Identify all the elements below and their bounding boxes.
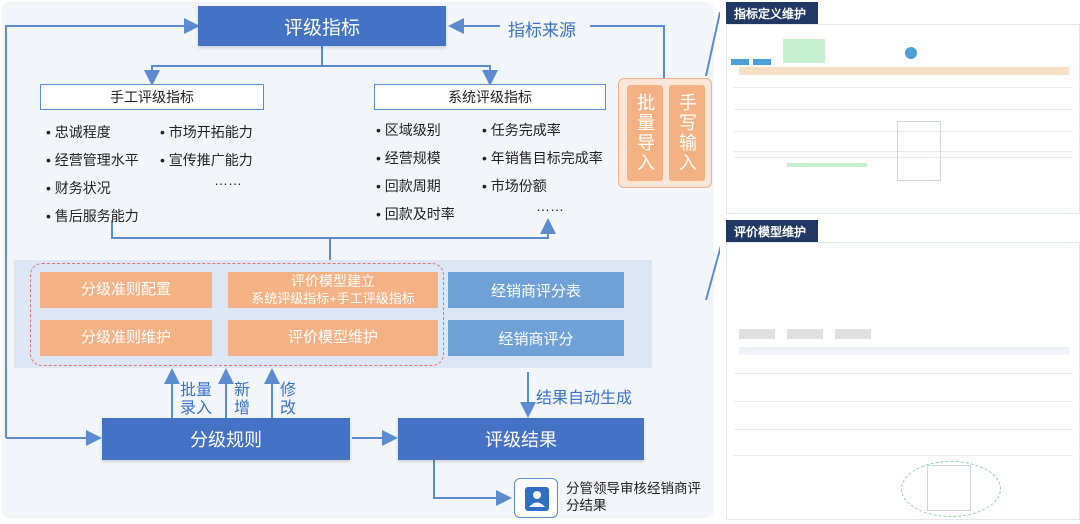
add-label: 新增 [234,382,251,417]
model-maintenance-screenshot [726,242,1080,520]
auto-generate-label: 结果自动生成 [536,390,633,407]
rating-result-label: 评级结果 [485,430,557,450]
manual-ellipsis: …… [214,172,242,188]
manual-col1: • 忠诚程度 • 经营管理水平 • 财务状况 • 售后服务能力 [46,122,139,234]
manual-input-block: 手写输入 [669,85,705,181]
import-methods-box: 批量导入 手写输入 [618,78,712,188]
system-indicators-title: 系统评级指标 [448,89,532,105]
system-item: • 年销售目标完成率 [482,150,603,166]
system-item: • 市场份额 [482,178,547,194]
system-item: • 任务完成率 [482,122,561,138]
manual-item: • 售后服务能力 [46,208,139,224]
system-item: • 区域级别 [376,122,441,138]
rating-indicator-box: 评级指标 [198,6,446,46]
manual-item: • 忠诚程度 [46,124,111,140]
rule-config-button[interactable]: 分级准则配置 [40,272,212,308]
modify-label: 修改 [280,382,297,417]
manual-indicators-header: 手工评级指标 [40,84,264,110]
model-build-button[interactable]: 评价模型建立系统评级指标+手工评级指标 [228,272,438,308]
model-maintain-button[interactable]: 评价模型维护 [228,320,438,356]
system-col2: • 任务完成率 • 年销售目标完成率 • 市场份额 …… [482,120,603,218]
system-col1: • 区域级别 • 经营规模 • 回款周期 • 回款及时率 [376,120,455,232]
user-icon [525,487,549,511]
indicator-definition-screenshot [726,24,1080,214]
connector-lines [5,11,720,506]
dealer-scoresheet-button[interactable]: 经销商评分表 [448,272,624,308]
indicator-source-label: 指标来源 [508,21,576,40]
batch-import-block: 批量导入 [627,85,663,181]
manual-col2: • 市场开拓能力 • 宣传推广能力 …… [160,122,253,192]
system-item: • 回款及时率 [376,206,455,222]
batch-entry-label: 批量录入 [180,382,213,417]
system-item: • 经营规模 [376,150,441,166]
manual-item: • 经营管理水平 [46,152,139,168]
system-ellipsis: …… [536,198,564,214]
system-item: • 回款周期 [376,178,441,194]
manual-indicators-title: 手工评级指标 [110,89,194,105]
rating-indicator-label: 评级指标 [283,17,360,39]
grading-rules-box: 分级规则 [102,418,350,460]
manual-item: • 财务状况 [46,180,111,196]
indicator-definition-tag: 指标定义维护 [726,2,818,24]
grading-rules-label: 分级规则 [190,430,262,450]
manual-item: • 宣传推广能力 [160,152,253,168]
rule-maintain-button[interactable]: 分级准则维护 [40,320,212,356]
system-indicators-header: 系统评级指标 [374,84,606,110]
dealer-scoring-button[interactable]: 经销商评分 [448,320,624,356]
leader-review-text: 分管领导审核经销商评分结果 [566,481,701,513]
leader-avatar-box [514,478,558,518]
model-maintenance-tag: 评价模型维护 [726,220,818,242]
rating-result-box: 评级结果 [398,418,644,460]
config-group-outline [30,263,444,366]
manual-item: • 市场开拓能力 [160,124,253,140]
